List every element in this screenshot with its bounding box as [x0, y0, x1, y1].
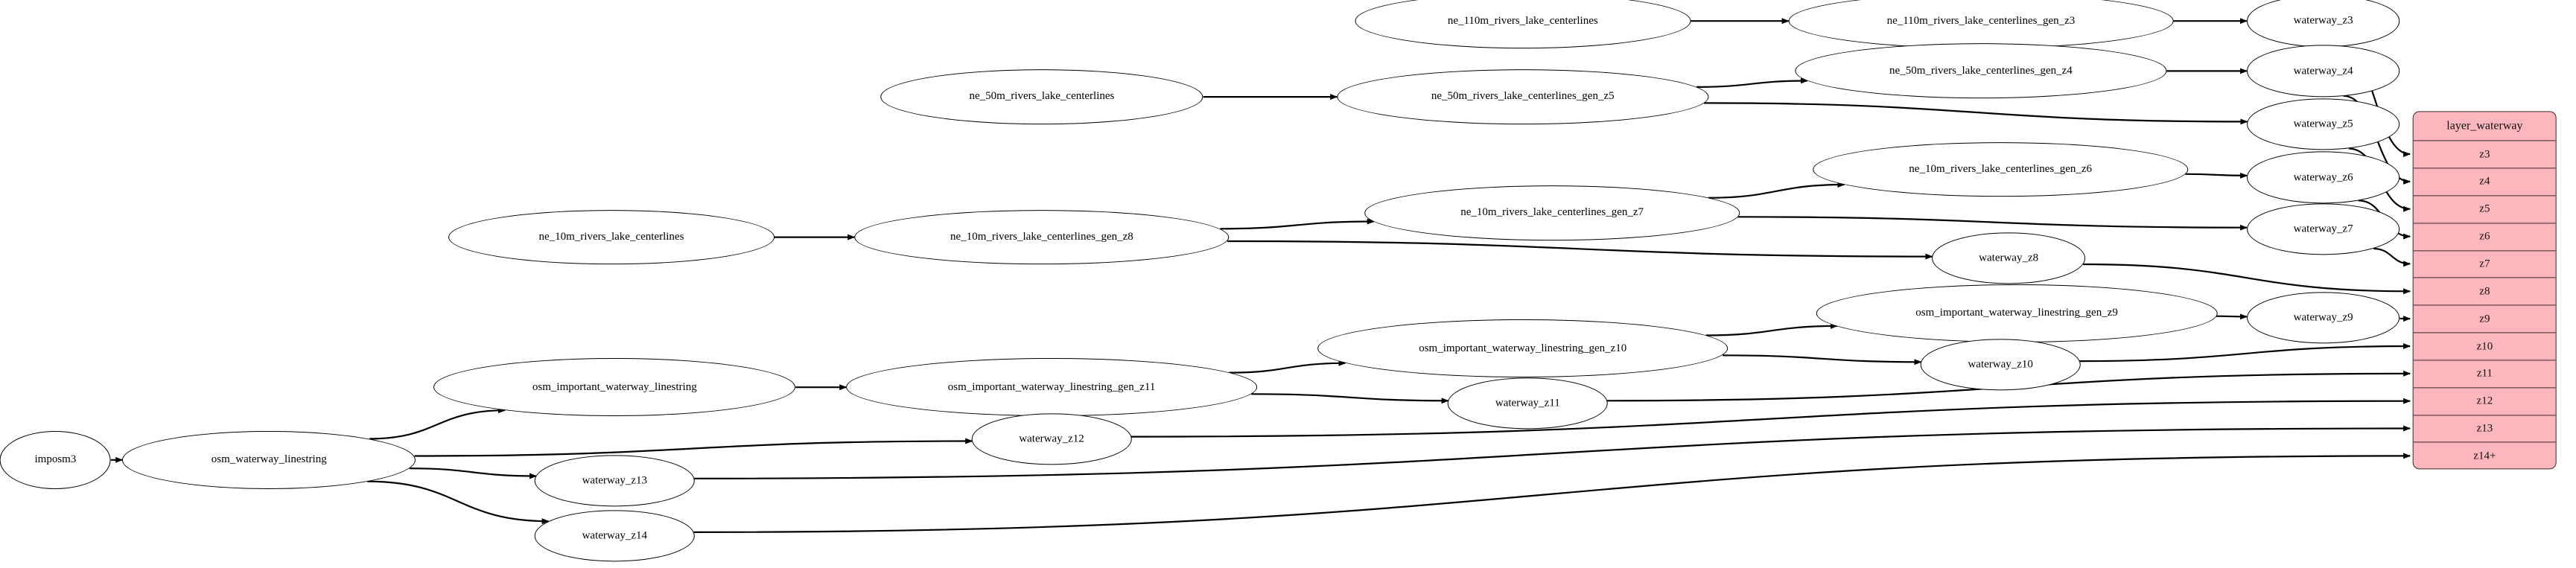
- node-label: imposm3: [34, 453, 77, 466]
- node-osm-important-waterway-linestring-gen-z9[interactable]: osm_important_waterway_linestring_gen_z9: [1816, 284, 2218, 342]
- edge-waterway_z10-to-layer_row_7: [2079, 343, 2411, 363]
- node-label: waterway_z14: [582, 529, 648, 542]
- node-label: waterway_z13: [582, 474, 648, 487]
- edge-waterway_z8-to-layer_row_5: [2083, 263, 2411, 295]
- node-waterway-z5[interactable]: waterway_z5: [2246, 98, 2400, 150]
- edge-waterway_z7-to-layer_row_4: [2373, 247, 2411, 267]
- node-label: waterway_z10: [1968, 358, 2033, 371]
- layer-table-row-z4[interactable]: z4: [2414, 168, 2556, 197]
- node-label: ne_110m_rivers_lake_centerlines_gen_z3: [1886, 14, 2076, 27]
- node-ne-50m-rivers-lake-centerlines[interactable]: ne_50m_rivers_lake_centerlines: [880, 69, 1203, 124]
- edge-osm_important_waterway_linestring_gen_z10-to-osm_important_waterway_linestring_gen_z9: [1705, 322, 1838, 336]
- layer-table-row-z13[interactable]: z13: [2414, 415, 2556, 443]
- node-ne-10m-rivers-lake-centerlines-gen-z8[interactable]: ne_10m_rivers_lake_centerlines_gen_z8: [854, 209, 1230, 265]
- edge-osm_waterway_linestring-to-waterway_z12: [414, 438, 973, 457]
- node-label: waterway_z6: [2293, 170, 2353, 183]
- edge-osm_important_waterway_linestring_gen_z10-to-waterway_z10: [1722, 354, 1922, 366]
- node-waterway-z7[interactable]: waterway_z7: [2246, 203, 2400, 255]
- node-label: osm_waterway_linestring: [211, 453, 327, 466]
- node-label: waterway_z7: [2293, 223, 2353, 235]
- node-waterway-z9[interactable]: waterway_z9: [2246, 292, 2400, 344]
- edge-ne_10m_rivers_lake_centerlines_gen_z7-to-waterway_z7: [1737, 216, 2248, 231]
- node-ne-10m-rivers-lake-centerlines-gen-z6[interactable]: ne_10m_rivers_lake_centerlines_gen_z6: [1813, 141, 2188, 197]
- node-label: ne_50m_rivers_lake_centerlines_gen_z4: [1889, 64, 2073, 77]
- node-imposm3[interactable]: imposm3: [0, 430, 111, 489]
- node-label: osm_important_waterway_linestring_gen_z9: [1915, 307, 2118, 319]
- node-waterway-z10[interactable]: waterway_z10: [1920, 339, 2081, 391]
- node-label: osm_important_waterway_linestring_gen_z1…: [1419, 342, 1627, 354]
- node-label: waterway_z9: [2293, 311, 2353, 324]
- node-ne-110m-rivers-lake-centerlines[interactable]: ne_110m_rivers_lake_centerlines: [1355, 0, 1691, 49]
- node-waterway-z14[interactable]: waterway_z14: [535, 509, 695, 562]
- layer-table-row-z7[interactable]: z7: [2414, 251, 2556, 278]
- layer-table-row-z10[interactable]: z10: [2414, 333, 2556, 361]
- node-label: waterway_z8: [1979, 252, 2039, 264]
- node-osm-waterway-linestring[interactable]: osm_waterway_linestring: [122, 430, 416, 489]
- edge-osm_important_waterway_linestring_gen_z11-to-waterway_z11: [1251, 393, 1449, 404]
- node-waterway-z12[interactable]: waterway_z12: [971, 412, 1132, 465]
- node-ne-10m-rivers-lake-centerlines[interactable]: ne_10m_rivers_lake_centerlines: [448, 209, 775, 265]
- edge-waterway_z12-to-layer_row_9: [1130, 398, 2411, 438]
- node-waterway-z4[interactable]: waterway_z4: [2246, 45, 2400, 98]
- node-ne-50m-rivers-lake-centerlines-gen-z4[interactable]: ne_50m_rivers_lake_centerlines_gen_z4: [1795, 43, 2167, 99]
- node-ne-10m-rivers-lake-centerlines-gen-z7[interactable]: ne_10m_rivers_lake_centerlines_gen_z7: [1364, 185, 1740, 240]
- node-waterway-z8[interactable]: waterway_z8: [1932, 232, 2086, 284]
- edge-osm_waterway_linestring-to-osm_important_waterway_linestring: [369, 407, 506, 440]
- layer-table-row-z5[interactable]: z5: [2414, 196, 2556, 224]
- node-label: waterway_z11: [1495, 397, 1560, 409]
- node-waterway-z11[interactable]: waterway_z11: [1448, 377, 1608, 430]
- node-label: ne_10m_rivers_lake_centerlines_gen_z6: [1909, 163, 2093, 176]
- edge-osm_waterway_linestring-to-waterway_z14: [367, 480, 550, 525]
- node-label: waterway_z5: [2293, 118, 2353, 130]
- edge-waterway_z13-to-layer_row_10: [694, 425, 2411, 479]
- edge-ne_10m_rivers_lake_centerlines_gen_z8-to-waterway_z8: [1227, 240, 1933, 260]
- node-label: ne_10m_rivers_lake_centerlines_gen_z7: [1460, 206, 1644, 219]
- node-label: waterway_z12: [1019, 433, 1084, 445]
- layer-table-header: layer_waterway: [2414, 112, 2556, 141]
- edge-ne_10m_rivers_lake_centerlines_gen_z8-to-ne_10m_rivers_lake_centerlines_gen_z7: [1220, 218, 1375, 230]
- layer-table-row-z14plus[interactable]: z14+: [2473, 450, 2496, 462]
- layer-table-row-z8[interactable]: z8: [2414, 278, 2556, 306]
- node-label: ne_110m_rivers_lake_centerlines: [1447, 14, 1598, 27]
- layer-table-row-z9[interactable]: z9: [2414, 306, 2556, 334]
- node-osm-important-waterway-linestring-gen-z10[interactable]: osm_important_waterway_linestring_gen_z1…: [1317, 319, 1729, 378]
- edge-ne_10m_rivers_lake_centerlines_gen_z7-to-ne_10m_rivers_lake_centerlines_gen_z6: [1708, 182, 1845, 199]
- node-label: osm_important_waterway_linestring: [532, 380, 697, 393]
- layer-table-row-z11[interactable]: z11: [2414, 360, 2556, 389]
- node-label: ne_50m_rivers_lake_centerlines: [969, 90, 1115, 103]
- node-label: ne_10m_rivers_lake_centerlines_gen_z8: [950, 231, 1133, 243]
- edge-waterway_z14-to-layer_row_11: [693, 453, 2411, 533]
- node-waterway-z13[interactable]: waterway_z13: [535, 455, 695, 507]
- node-label: osm_important_waterway_linestring_gen_z1…: [947, 380, 1156, 393]
- node-osm-important-waterway-linestring-gen-z11[interactable]: osm_important_waterway_linestring_gen_z1…: [846, 358, 1257, 417]
- edge-ne_50m_rivers_lake_centerlines_gen_z5-to-waterway_z5: [1703, 102, 2248, 125]
- node-label: waterway_z4: [2293, 64, 2353, 77]
- node-label: ne_50m_rivers_lake_centerlines_gen_z5: [1431, 90, 1615, 103]
- node-waterway-z3[interactable]: waterway_z3: [2246, 0, 2400, 47]
- layer-table-row-z3[interactable]: z3: [2414, 141, 2556, 169]
- edge-ne_50m_rivers_lake_centerlines_gen_z5-to-ne_50m_rivers_lake_centerlines_gen_z4: [1696, 77, 1808, 88]
- node-ne-50m-rivers-lake-centerlines-gen-z5[interactable]: ne_50m_rivers_lake_centerlines_gen_z5: [1337, 69, 1709, 124]
- node-label: ne_10m_rivers_lake_centerlines: [538, 231, 684, 243]
- edge-ne_10m_rivers_lake_centerlines_gen_z6-to-waterway_z6: [2185, 172, 2248, 179]
- node-osm-important-waterway-linestring[interactable]: osm_important_waterway_linestring: [433, 358, 796, 417]
- edge-osm_waterway_linestring-to-waterway_z13: [409, 468, 537, 479]
- node-label: waterway_z3: [2293, 14, 2353, 27]
- edge-osm_important_waterway_linestring_gen_z9-to-waterway_z9: [2216, 313, 2248, 320]
- node-ne-110m-rivers-lake-centerlines-gen-z3[interactable]: ne_110m_rivers_lake_centerlines_gen_z3: [1788, 0, 2174, 49]
- layer-table-row-z6[interactable]: z6: [2414, 223, 2556, 251]
- layer-table-row-z12[interactable]: z12: [2414, 388, 2556, 416]
- node-waterway-z6[interactable]: waterway_z6: [2246, 151, 2400, 204]
- edge-osm_important_waterway_linestring_gen_z11-to-osm_important_waterway_linestring_gen_z10: [1229, 360, 1346, 374]
